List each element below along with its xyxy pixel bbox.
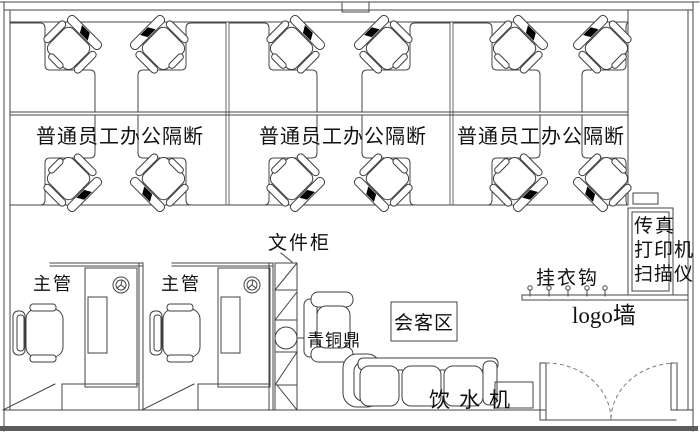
desk-monitor — [87, 296, 108, 354]
door-leaf — [670, 362, 678, 411]
door-leaf — [539, 362, 547, 421]
meeting-area-box — [390, 301, 458, 342]
manager-desk — [217, 267, 271, 388]
labels: 普通员工办公隔断 普通员工办公隔断 普通员工办公隔断 主管 主管 文件柜 青铜鼎… — [33, 125, 694, 412]
flower-icon — [243, 276, 261, 294]
manager-desk — [84, 267, 138, 388]
label-scanner: 扫描仪 — [634, 263, 694, 285]
manager-chair-icon — [12, 303, 64, 363]
label-file-cabinet: 文件柜 — [268, 232, 331, 254]
label-fax: 传真 — [634, 215, 676, 237]
fax-printer-cabinet — [627, 207, 674, 296]
coat-hook-icon — [546, 285, 552, 291]
coat-hook-icon — [602, 285, 608, 291]
coat-hook-icon — [565, 285, 571, 291]
label-printer: 打印机 — [634, 239, 694, 261]
office-door — [2, 383, 139, 411]
file-cabinet — [274, 252, 307, 411]
coat-hook-icon — [527, 285, 533, 291]
label-cubicle-block-1: 普通员工办公隔断 — [36, 125, 204, 148]
label-cubicle-block-3: 普通员工办公隔断 — [457, 125, 625, 148]
cubicle-dividers — [225, 22, 454, 205]
coat-hook-icon — [584, 285, 590, 291]
label-manager-1: 主管 — [33, 274, 73, 294]
manager-chair-icon — [149, 303, 201, 363]
office-door — [141, 383, 269, 411]
file-cabinet-leader — [280, 252, 293, 263]
label-manager-2: 主管 — [161, 274, 201, 294]
cubicle-chairs — [35, 11, 640, 216]
label-meeting-area: 会客区 — [394, 312, 454, 334]
water-dispenser — [494, 381, 534, 409]
label-logo-wall: logo墙 — [572, 303, 636, 328]
desk-monitor — [220, 296, 241, 354]
label-water-dispenser: 饮水机 — [429, 389, 519, 412]
label-coat-hooks: 挂衣钩 — [536, 267, 599, 289]
manager-offices — [2, 262, 274, 411]
sofa-seat — [401, 365, 442, 407]
entrance-door — [539, 362, 678, 421]
sofa-seat — [359, 365, 400, 407]
flower-icon — [112, 276, 130, 294]
bronze-ding-icon — [274, 326, 298, 350]
armchair — [316, 305, 351, 349]
wall-column — [341, 1, 370, 13]
reception-sofas — [303, 291, 534, 409]
label-cubicle-block-2: 普通员工办公隔断 — [259, 125, 427, 148]
label-bronze-ding: 青铜鼎 — [307, 331, 361, 350]
cubicle-partitions — [9, 9, 659, 206]
